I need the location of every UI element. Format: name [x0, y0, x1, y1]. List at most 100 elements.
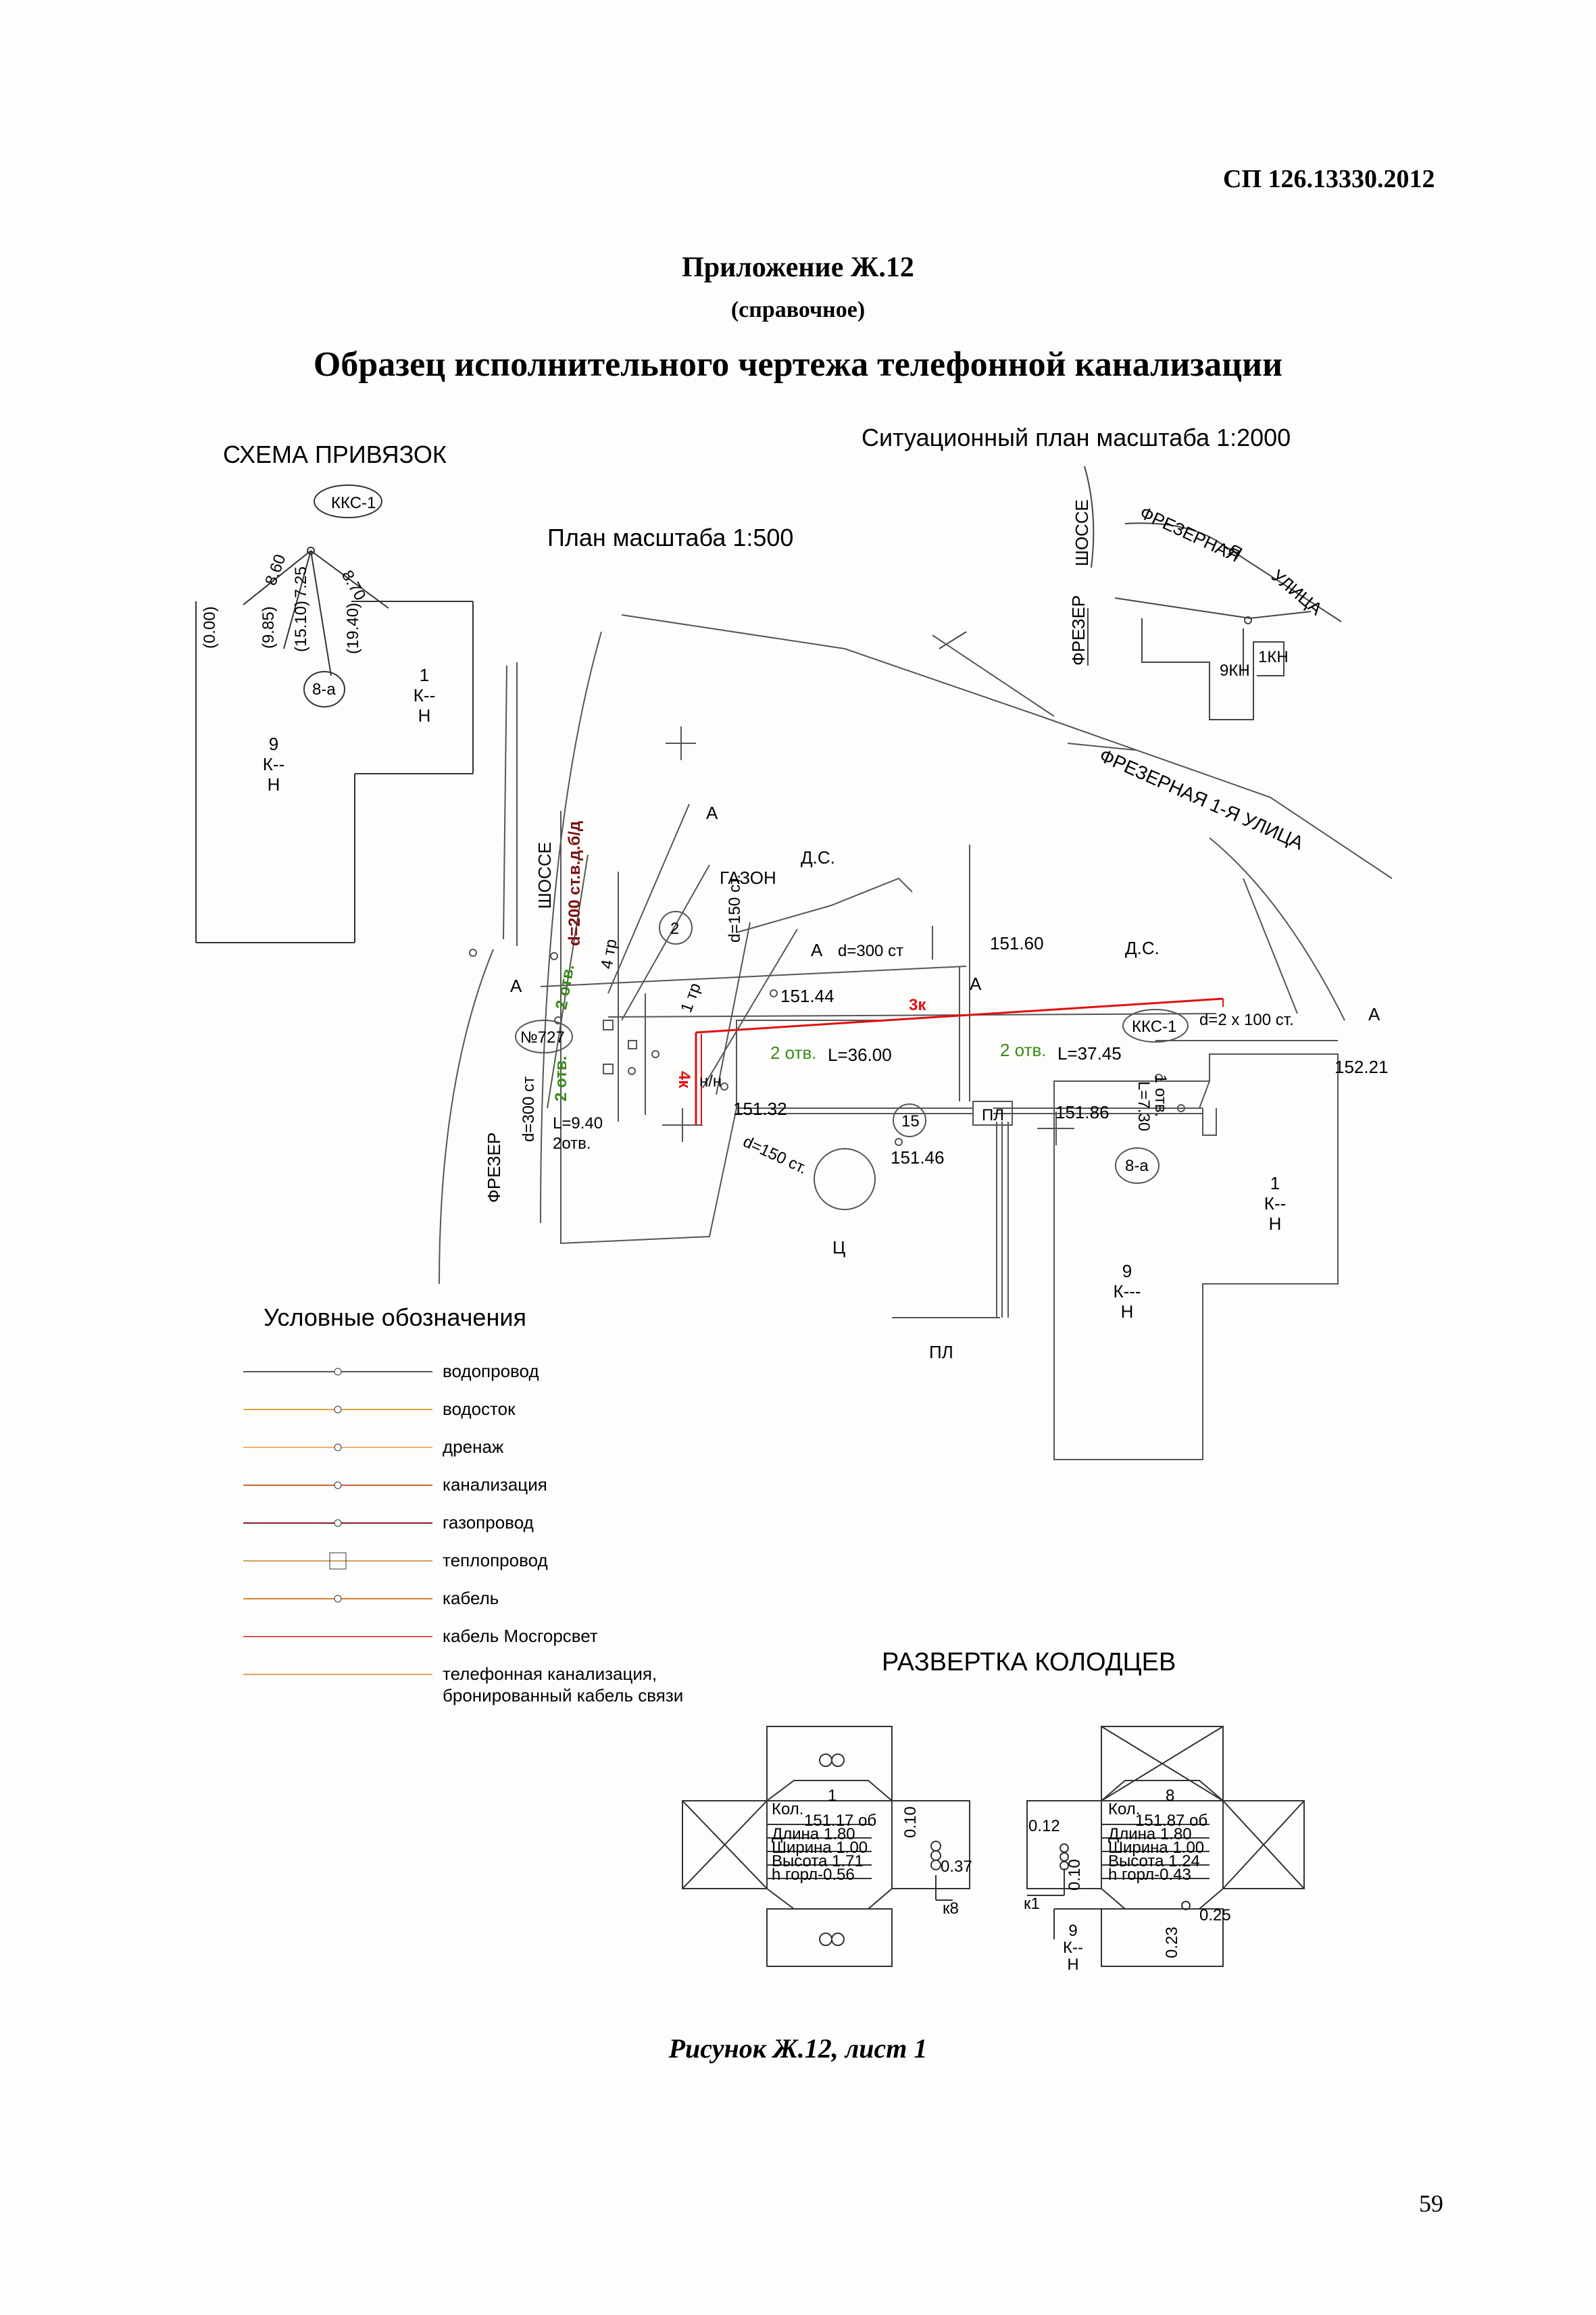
well8-b9-n: Н	[1067, 1956, 1078, 1974]
legend-swatch-node	[334, 1368, 342, 1376]
legend-item: водосток	[243, 1399, 516, 1419]
label-d300-left: d=300 ст	[520, 1076, 538, 1142]
legend-swatch-node	[334, 1481, 342, 1489]
legend-swatch-box	[329, 1552, 347, 1570]
well8-d2: 0.10	[1066, 1859, 1084, 1891]
otv-2-small: 2отв.	[553, 1135, 591, 1153]
legend-item: дренаж	[243, 1437, 504, 1457]
length-36: L=36.00	[828, 1045, 892, 1065]
label-pl1: ПЛ	[982, 1106, 1004, 1124]
legend-label: дренаж	[443, 1437, 504, 1457]
legend-label: водопровод	[443, 1361, 539, 1381]
document-title: Образец исполнительного чертежа телефонн…	[313, 345, 1283, 384]
well8-neck: h горл-0.43	[1108, 1866, 1191, 1884]
well1-width: Ширина 1.00	[772, 1839, 868, 1857]
sit-b1: 1КН	[1258, 648, 1289, 666]
well1-d2: 0.37	[941, 1858, 972, 1876]
well8-b9-num: 9	[1068, 1922, 1077, 1940]
sit-b9: 9КН	[1220, 662, 1250, 680]
figure-caption: Рисунок Ж.12, лист 1	[668, 2033, 928, 2064]
plan-frezer: ФРЕЗЕР	[484, 1132, 504, 1203]
well-8a-ellipse	[303, 671, 345, 707]
otv-label-d: 2 отв.	[1000, 1040, 1047, 1060]
plan-title: План масштаба 1:500	[547, 524, 793, 551]
telephone-line-3k	[695, 997, 1224, 1034]
label-d2x100: d=2 х 100 ст.	[1199, 1011, 1294, 1029]
plan-a1: А	[706, 803, 718, 823]
well8-kol: Кол.	[1108, 1800, 1140, 1818]
legend-label: кабель Мосгорсвет	[443, 1626, 598, 1646]
schema-b9-k: К--	[263, 754, 284, 774]
label-d300-top: d=300 ст	[838, 942, 903, 960]
label-3k: 3к	[909, 996, 926, 1014]
well8-b9-k: К--	[1063, 1939, 1083, 1957]
legend-item: газопровод	[243, 1512, 534, 1533]
legend: водопровод водосток дренаж канализация газоп…	[243, 1361, 683, 1706]
plan-b1-num: 1	[1270, 1173, 1280, 1193]
length-940: L=9.40	[553, 1114, 603, 1132]
schema-dim: 8.70	[338, 568, 370, 604]
well1-height: Высота 1.71	[772, 1852, 864, 1870]
schema-title: СХЕМА ПРИВЯЗОК	[223, 441, 447, 468]
schema-b1-n: Н	[418, 705, 431, 726]
well8-d4: 0.23	[1163, 1926, 1181, 1958]
plan-shosse: ШОССЕ	[534, 842, 555, 909]
well-2-label: 2	[670, 920, 679, 938]
legend-swatch-node	[334, 1519, 342, 1527]
appendix-reference: (справочное)	[730, 297, 866, 322]
schema-dim: (19.40)	[344, 603, 362, 654]
legend-item: кабель	[243, 1588, 499, 1608]
otv-label-b: 2 отв.	[552, 1056, 570, 1101]
well1-length: Длина 1.80	[772, 1825, 855, 1843]
legend-label-line2: бронированный кабель связи	[443, 1685, 683, 1706]
elev-15160: 151.60	[990, 933, 1044, 953]
plan-a5: А	[1368, 1004, 1380, 1024]
well1-mark: 151.17 об	[804, 1812, 876, 1830]
well8-height: Высота 1.24	[1108, 1852, 1200, 1870]
legend-item: канализация	[243, 1474, 547, 1495]
well1-num: 1	[828, 1787, 837, 1805]
schema-well-label: 8-а	[312, 680, 336, 699]
schema-b9-n: Н	[268, 774, 280, 795]
label-4tr: 4 тр	[597, 938, 620, 970]
sit-ulitsa: УЛИЦА	[1268, 566, 1326, 620]
wells-title: РАЗВЕРТКА КОЛОДЦЕВ	[882, 1648, 1176, 1676]
street-frezernaya: ФРЕЗЕРНАЯ 1-Я УЛИЦА	[1097, 745, 1307, 853]
schema-kks-label: ККС-1	[331, 494, 376, 512]
elev-15221: 152.21	[1335, 1057, 1389, 1077]
plan-b9-n: Н	[1121, 1301, 1134, 1322]
well8-mark: 151.87 об	[1135, 1812, 1207, 1830]
plan-a2: А	[510, 976, 522, 996]
schema-sketch	[195, 484, 474, 943]
label-ts: Ц	[832, 1237, 845, 1258]
legend-item: водопровод	[243, 1361, 539, 1381]
schema-labels: ККС-1 (0.00) (9.85) (15.10) 7.25 8.60 (1…	[201, 494, 435, 795]
legend-title: Условные обозначения	[264, 1303, 526, 1331]
legend-label: газопровод	[443, 1512, 534, 1533]
well1-k: к8	[943, 1899, 959, 1918]
plan-ds2: Д.С.	[1125, 938, 1159, 958]
legend-swatch-node	[334, 1443, 342, 1451]
well-8a-label: 8-а	[1125, 1157, 1149, 1175]
well-1-labels: 1 Кол. 151.17 об Длина 1.80 Ширина 1.00 …	[772, 1787, 972, 1918]
well-727-label: №727	[520, 1028, 565, 1047]
plan-b9-num: 9	[1122, 1261, 1132, 1281]
elev-15132: 151.32	[733, 1099, 787, 1119]
otv-label-1: 1 отв.	[1151, 1074, 1170, 1117]
well1-neck: h горл-0.56	[772, 1866, 855, 1884]
label-d200: d=200 ст.в.д.б/д	[566, 821, 584, 946]
page-number: 59	[1419, 2190, 1443, 2217]
label-d150-v: d=150 ст.	[726, 874, 744, 943]
legend-label: канализация	[443, 1474, 547, 1495]
plan-b1-n: Н	[1269, 1214, 1282, 1234]
well-15-label: 15	[901, 1112, 920, 1130]
legend-item: телефонная канализация,бронированный каб…	[243, 1664, 683, 1706]
kks1-label: ККС-1	[1132, 1018, 1176, 1036]
well8-d1: 0.12	[1028, 1817, 1060, 1835]
label-1tr: 1 тр	[677, 980, 705, 1015]
well8-d3: 0.25	[1199, 1906, 1231, 1924]
label-pl2: ПЛ	[929, 1342, 953, 1362]
elev-15144: 151.44	[780, 986, 834, 1006]
plan-b1-k: К--	[1264, 1193, 1286, 1214]
elev-15186: 151.86	[1055, 1102, 1109, 1122]
